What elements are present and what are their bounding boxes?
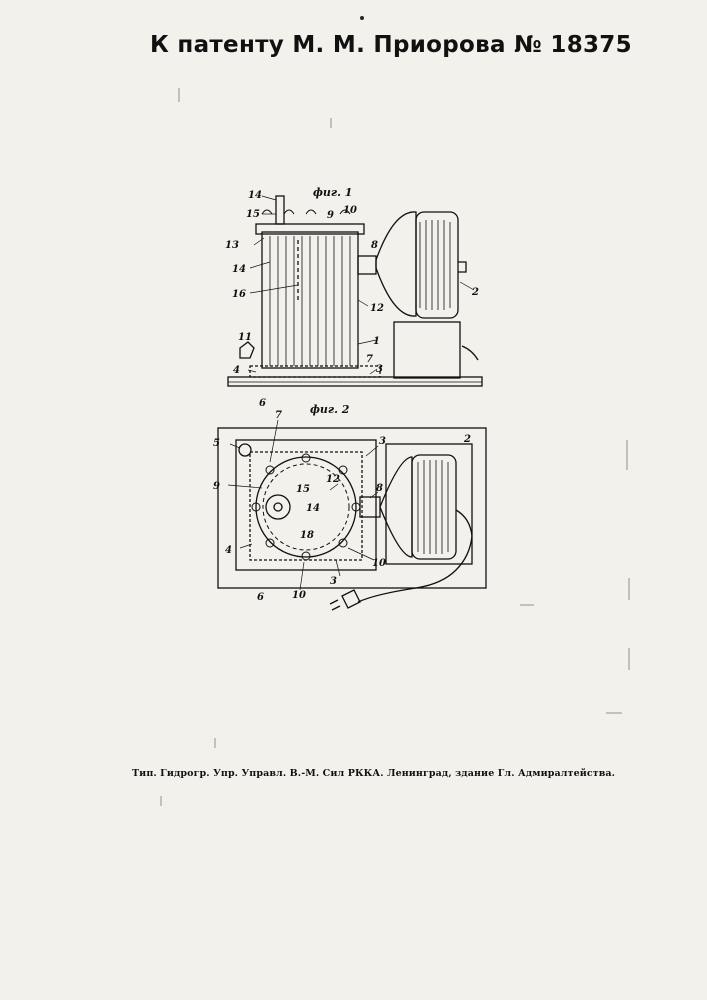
fig1-motor-stand bbox=[394, 322, 460, 378]
fig1-label-14: 14 bbox=[248, 190, 262, 201]
fig2-label-7: 7 bbox=[275, 410, 282, 421]
fig1-clamp bbox=[240, 342, 254, 358]
fig2-label-10a: 10 bbox=[372, 558, 386, 569]
fig2-label-8: 8 bbox=[376, 483, 383, 494]
fig2-plug bbox=[330, 590, 360, 610]
fig1-label-13: 13 bbox=[225, 240, 239, 251]
fig1-label-15: 15 bbox=[246, 209, 260, 220]
fig1-motor bbox=[416, 212, 458, 318]
fig1-label-3: 3 bbox=[376, 364, 383, 375]
fig2-label-15: 15 bbox=[296, 484, 310, 495]
scan-speck bbox=[628, 648, 630, 670]
fig1-label-2: 2 bbox=[471, 287, 479, 298]
fig2-coupling bbox=[360, 497, 380, 517]
fig2-motor bbox=[412, 455, 456, 559]
scan-speck bbox=[360, 16, 364, 20]
fig2-hub bbox=[266, 495, 290, 519]
scan-speck bbox=[160, 796, 162, 806]
fig1-spindle bbox=[276, 196, 284, 224]
fig2-label-10b: 10 bbox=[292, 590, 306, 601]
scan-speck bbox=[330, 118, 332, 128]
figure-2: фиг. 2 bbox=[213, 403, 486, 610]
fig2-label-9: 9 bbox=[213, 481, 220, 492]
fig2-label-6: 6 bbox=[257, 592, 264, 603]
scan-speck bbox=[178, 88, 180, 102]
fig1-label-10: 10 bbox=[343, 205, 357, 216]
fig2-label-18: 18 bbox=[300, 530, 314, 541]
fig2-ring bbox=[239, 444, 251, 456]
fig2-label-12: 12 bbox=[326, 474, 340, 485]
fig2-label: фиг. 2 bbox=[310, 403, 350, 416]
fig2-label-14: 14 bbox=[306, 503, 320, 514]
fig1-label-6: 6 bbox=[259, 398, 266, 409]
fig1-label-9: 9 bbox=[327, 210, 334, 221]
fig1-coupling bbox=[358, 256, 376, 274]
fig1-label-8: 8 bbox=[371, 240, 378, 251]
scan-speck bbox=[606, 712, 622, 714]
printer-imprint: Тип. Гидрогр. Упр. Управл. В.-М. Сил РКК… bbox=[132, 768, 615, 779]
fig2-label-3b: 3 bbox=[330, 576, 337, 587]
scan-speck bbox=[626, 440, 628, 470]
fig1-label-11: 11 bbox=[238, 332, 252, 343]
fig1-label-1: 1 bbox=[373, 336, 380, 347]
fig2-motor-end bbox=[380, 457, 412, 557]
fig1-label-4: 4 bbox=[233, 365, 240, 376]
scan-speck bbox=[520, 604, 534, 606]
fig1-motor-end bbox=[376, 212, 416, 316]
fig1-label-16: 16 bbox=[232, 289, 246, 300]
fig1-label: фиг. 1 bbox=[313, 186, 352, 199]
fig1-label-14b: 14 bbox=[232, 264, 246, 275]
scan-speck bbox=[214, 738, 216, 748]
fig2-label-2: 2 bbox=[463, 434, 471, 445]
fig1-label-7: 7 bbox=[366, 354, 373, 365]
figure-1: фиг. 1 bbox=[225, 186, 482, 409]
scan-speck bbox=[628, 578, 630, 600]
fig2-label-4: 4 bbox=[225, 545, 232, 556]
fig1-label-12: 12 bbox=[370, 303, 384, 314]
fig2-label-3: 3 bbox=[379, 436, 386, 447]
fig2-label-5: 5 bbox=[213, 438, 220, 449]
